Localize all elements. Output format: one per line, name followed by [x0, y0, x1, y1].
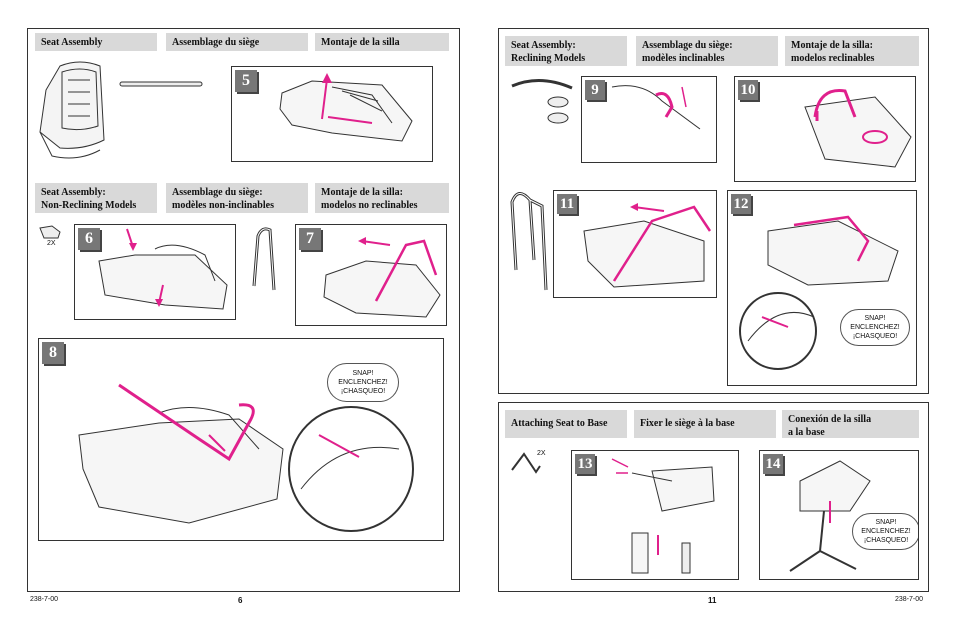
- step-10-panel: 10: [734, 76, 916, 182]
- header-reclining-fr: Assemblage du siège: modèles inclinables: [636, 36, 778, 66]
- doc-code-left: 238-7-00: [30, 596, 59, 603]
- step-number: 7: [299, 228, 321, 250]
- step-number: 5: [235, 70, 257, 92]
- step-9-panel: 9: [581, 76, 717, 163]
- header-non-reclining-fr: Assemblage du siège: modèles non-inclina…: [166, 183, 308, 213]
- quantity-label: 2X: [537, 450, 546, 457]
- step-8-illustration: [78, 383, 414, 532]
- step-7-illustration: [323, 237, 441, 318]
- header-reclining-en: Seat Assembly: Reclining Models: [505, 36, 627, 66]
- step-6-illustration: [98, 228, 228, 310]
- snap-label: SNAP! ENCLENCHEZ! ¡CHASQUEO!: [840, 309, 910, 346]
- header-attaching-fr: Fixer le siège à la base: [634, 410, 776, 438]
- step-13-illustration: [611, 458, 715, 574]
- step-9-illustration: [611, 85, 701, 130]
- step-14-panel: 14 SNAP! ENCLENCHEZ! ¡CHASQUEO!: [759, 450, 919, 580]
- step-5-panel: 5: [231, 66, 433, 162]
- header-seat-assembly-en: Seat Assembly: [35, 33, 157, 51]
- step-number: 12: [731, 194, 751, 214]
- step-11-illustration: [583, 203, 712, 288]
- step-12-panel: 12 SNAP! ENCLENCHEZ! ¡CHASQUEO!: [727, 190, 917, 386]
- step-number: 9: [585, 80, 605, 100]
- step-11-panel: 11: [553, 190, 717, 298]
- step-8-panel: 8 SNAP! ENCLENCHEZ! ¡CHASQUEO!: [38, 338, 444, 541]
- header-non-reclining-en: Seat Assembly: Non-Reclining Models: [35, 183, 157, 213]
- step-number: 10: [738, 80, 758, 100]
- header-seat-assembly-fr: Assemblage du siège: [166, 33, 308, 51]
- header-attaching-en: Attaching Seat to Base: [505, 410, 627, 438]
- page-number-right: 11: [708, 596, 717, 605]
- page-number-left: 6: [238, 596, 243, 605]
- step-14-illustration: [789, 460, 871, 572]
- step-number: 14: [763, 454, 783, 474]
- header-seat-assembly-es: Montaje de la silla: [315, 33, 449, 51]
- step-12-illustration: [739, 215, 899, 370]
- header-attaching-es: Conexión de la silla a la base: [782, 410, 919, 438]
- step-number: 6: [78, 228, 100, 250]
- quantity-label: 2X: [47, 240, 56, 247]
- snap-label: SNAP! ENCLENCHEZ! ¡CHASQUEO!: [327, 363, 399, 402]
- step-6-panel: 6: [74, 224, 236, 320]
- step-13-panel: 13: [571, 450, 739, 580]
- header-non-reclining-es: Montaje de la silla: modelos no reclinab…: [315, 183, 449, 213]
- step-5-illustration: [279, 73, 413, 142]
- step-number: 11: [557, 194, 577, 214]
- doc-code-right: 238-7-00: [895, 596, 924, 603]
- step-number: 8: [42, 342, 64, 364]
- step-10-illustration: [804, 89, 912, 168]
- step-7-panel: 7: [295, 224, 447, 326]
- snap-label: SNAP! ENCLENCHEZ! ¡CHASQUEO!: [852, 513, 918, 550]
- step-number: 13: [575, 454, 595, 474]
- header-reclining-es: Montaje de la silla: modelos reclinables: [785, 36, 919, 66]
